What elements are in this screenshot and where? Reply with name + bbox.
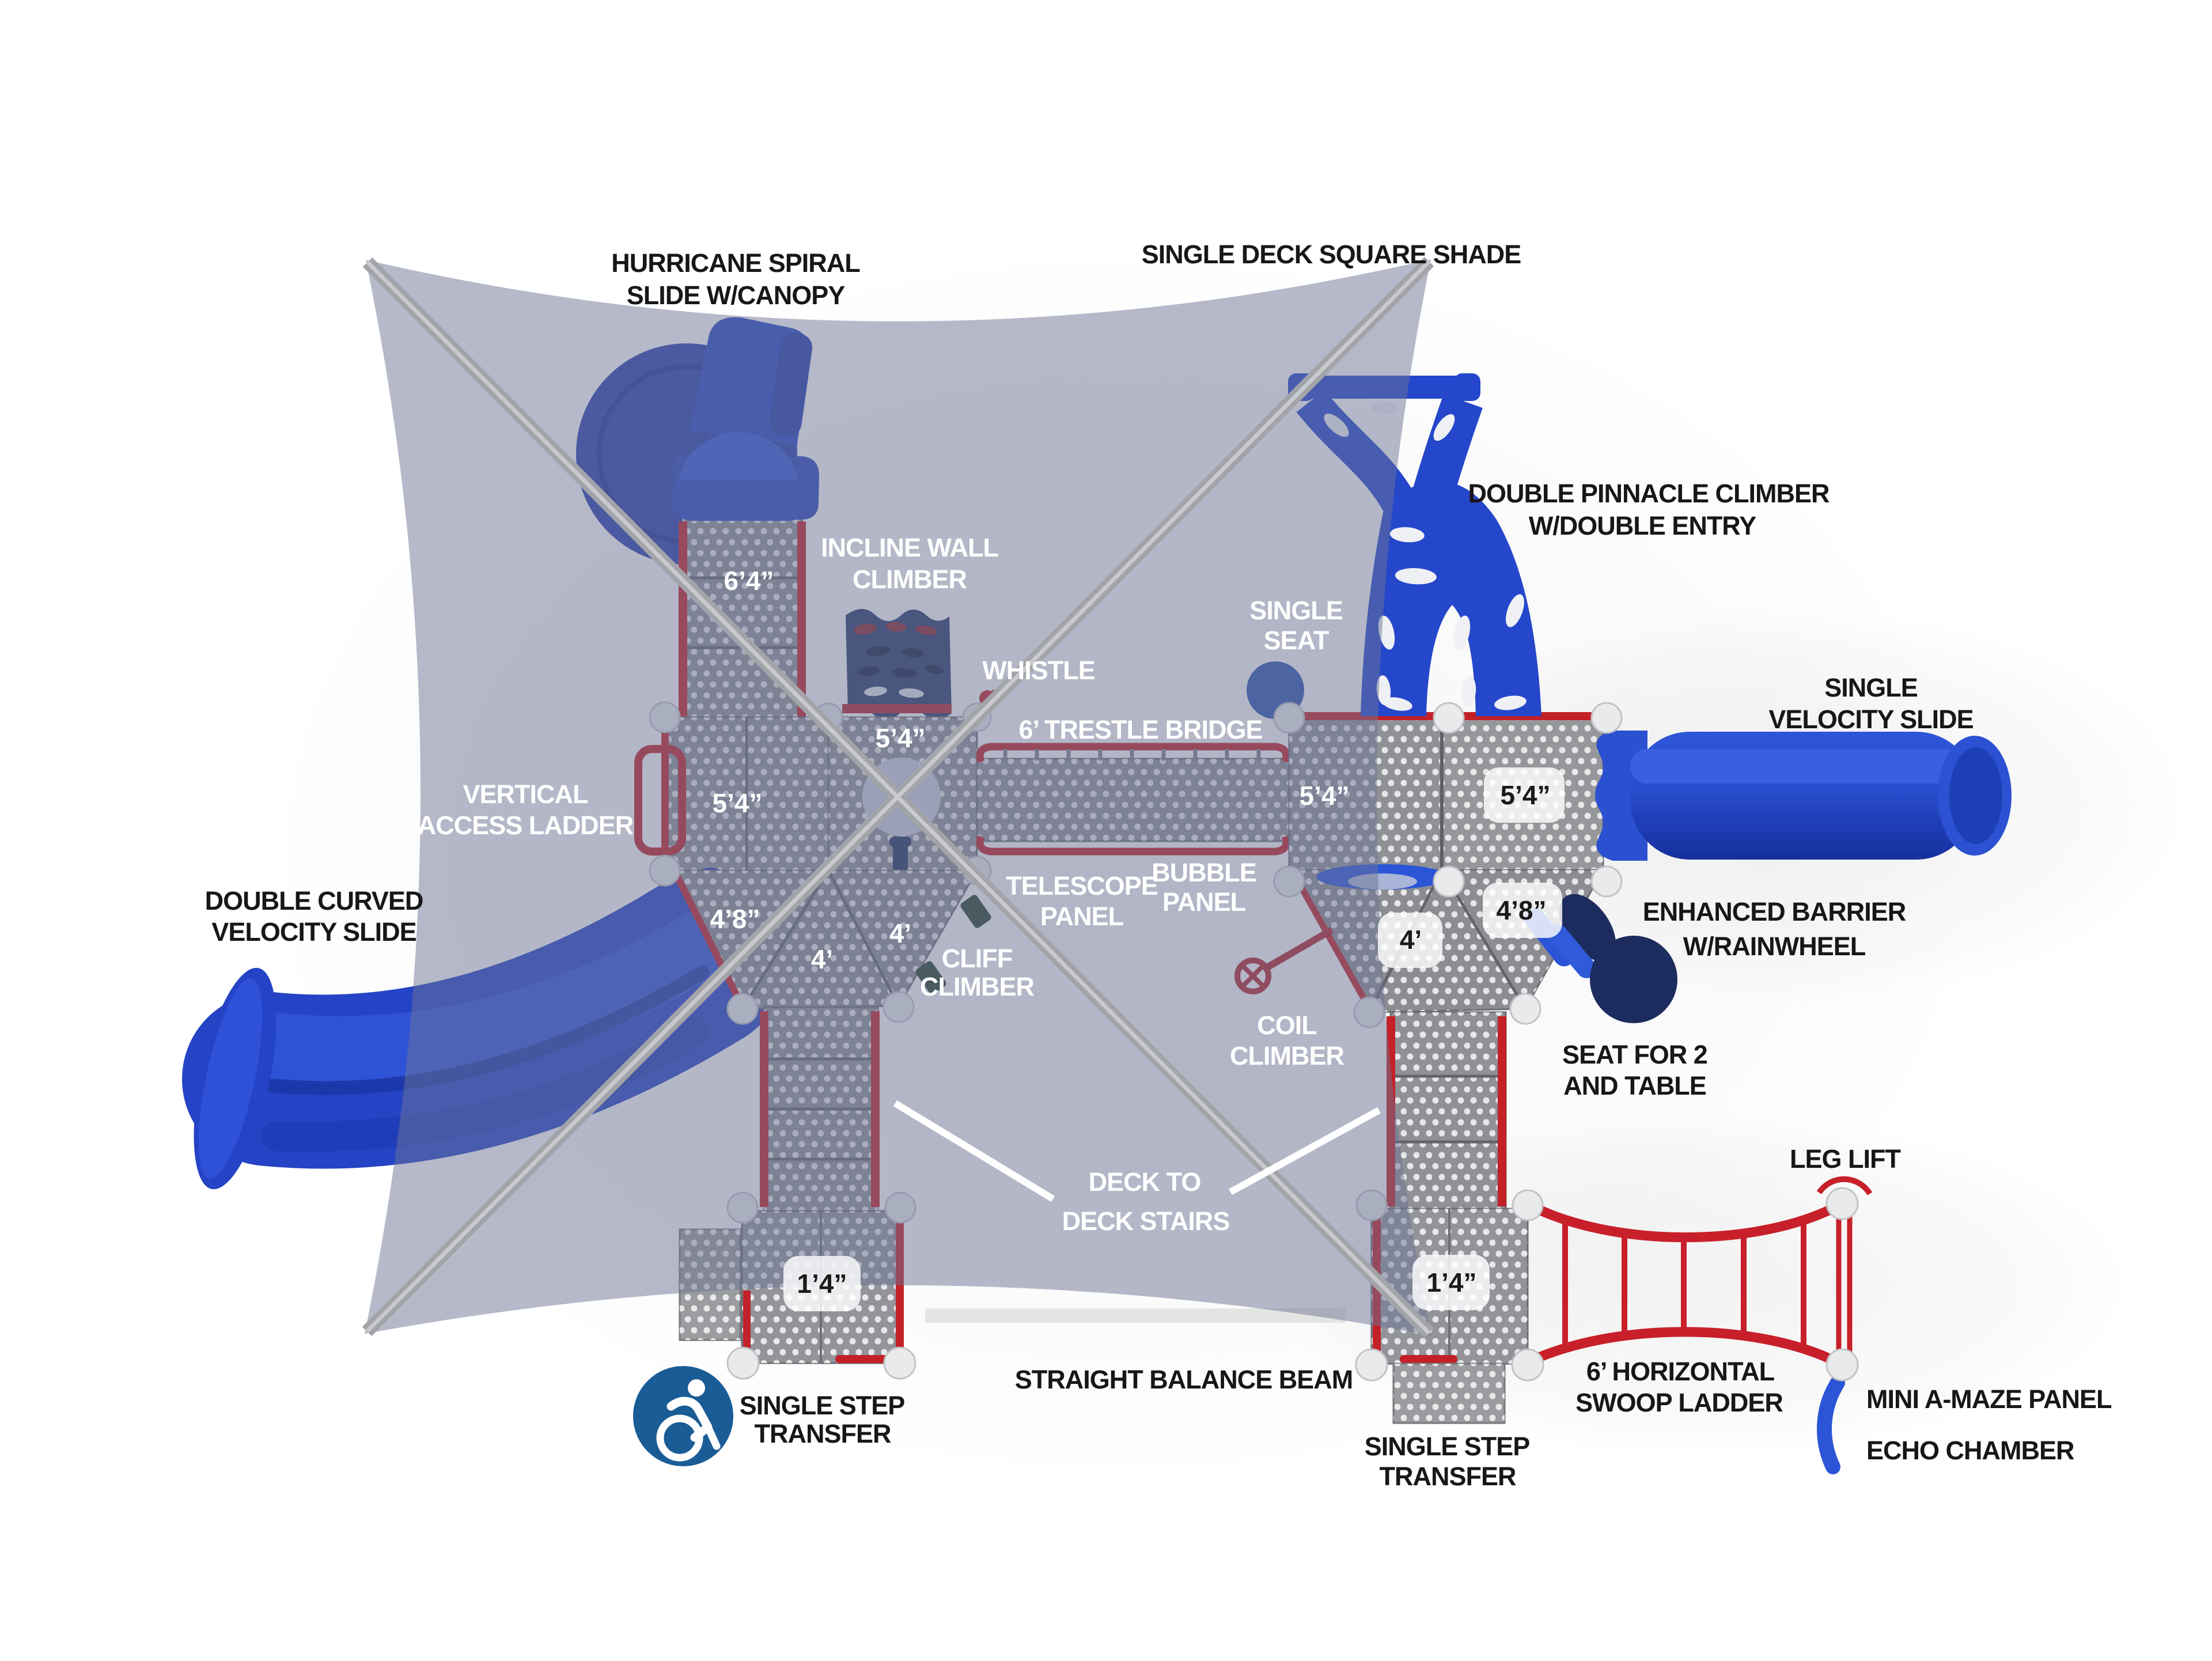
svg-text:ENHANCED BARRIER: ENHANCED BARRIER xyxy=(1643,897,1906,926)
svg-text:BUBBLE: BUBBLE xyxy=(1152,858,1256,887)
svg-text:5’4”: 5’4” xyxy=(876,723,926,753)
svg-text:PANEL: PANEL xyxy=(1162,887,1246,917)
svg-text:4’: 4’ xyxy=(811,944,833,974)
svg-text:4’8”: 4’8” xyxy=(710,904,760,934)
svg-text:CLIMBER: CLIMBER xyxy=(1230,1041,1344,1070)
svg-text:5’4”: 5’4” xyxy=(713,788,763,818)
svg-text:SWOOP LADDER: SWOOP LADDER xyxy=(1575,1388,1783,1417)
svg-text:4’: 4’ xyxy=(1400,925,1422,955)
svg-text:INCLINE WALL: INCLINE WALL xyxy=(821,533,998,562)
svg-text:LEG LIFT: LEG LIFT xyxy=(1790,1144,1900,1174)
svg-text:1’4”: 1’4” xyxy=(1427,1267,1477,1297)
svg-text:SINGLE: SINGLE xyxy=(1249,596,1343,625)
svg-text:PANEL: PANEL xyxy=(1040,902,1124,931)
svg-text:DECK TO: DECK TO xyxy=(1089,1167,1201,1197)
svg-text:TRANSFER: TRANSFER xyxy=(1380,1462,1516,1491)
svg-text:4’: 4’ xyxy=(889,918,911,948)
svg-text:4’8”: 4’8” xyxy=(1497,895,1547,925)
svg-text:AND TABLE: AND TABLE xyxy=(1563,1071,1706,1100)
svg-text:SINGLE DECK SQUARE SHADE: SINGLE DECK SQUARE SHADE xyxy=(1142,240,1521,269)
svg-text:5’4”: 5’4” xyxy=(1300,781,1350,811)
svg-text:ACCESS LADDER: ACCESS LADDER xyxy=(418,811,634,840)
svg-text:ECHO CHAMBER: ECHO CHAMBER xyxy=(1866,1436,2074,1465)
svg-text:MINI A-MAZE PANEL: MINI A-MAZE PANEL xyxy=(1866,1384,2112,1414)
svg-text:SINGLE STEP: SINGLE STEP xyxy=(1365,1432,1530,1461)
svg-text:6’ TRESTLE BRIDGE: 6’ TRESTLE BRIDGE xyxy=(1018,715,1262,744)
svg-text:DECK STAIRS: DECK STAIRS xyxy=(1062,1206,1230,1236)
svg-text:6’4”: 6’4” xyxy=(724,566,774,596)
svg-text:COIL: COIL xyxy=(1257,1011,1317,1040)
svg-text:CLIMBER: CLIMBER xyxy=(853,565,967,594)
svg-text:SEAT FOR 2: SEAT FOR 2 xyxy=(1562,1040,1707,1069)
svg-text:HURRICANE SPIRAL: HURRICANE SPIRAL xyxy=(611,248,860,278)
svg-text:SEAT: SEAT xyxy=(1264,626,1329,655)
svg-text:DOUBLE PINNACLE CLIMBER: DOUBLE PINNACLE CLIMBER xyxy=(1468,479,1830,508)
svg-text:STRAIGHT BALANCE BEAM: STRAIGHT BALANCE BEAM xyxy=(1015,1365,1353,1394)
svg-text:SINGLE: SINGLE xyxy=(1824,673,1918,702)
svg-text:WHISTLE: WHISTLE xyxy=(982,656,1094,685)
svg-text:VERTICAL: VERTICAL xyxy=(463,780,589,809)
svg-text:W/RAINWHEEL: W/RAINWHEEL xyxy=(1683,932,1866,961)
svg-text:SINGLE STEP: SINGLE STEP xyxy=(740,1391,905,1420)
svg-text:VELOCITY SLIDE: VELOCITY SLIDE xyxy=(1768,705,1973,734)
svg-text:VELOCITY SLIDE: VELOCITY SLIDE xyxy=(211,917,416,947)
svg-text:CLIFF: CLIFF xyxy=(942,944,1012,973)
svg-text:TELESCOPE: TELESCOPE xyxy=(1006,871,1158,901)
svg-text:CLIMBER: CLIMBER xyxy=(920,972,1034,1001)
svg-text:6’ HORIZONTAL: 6’ HORIZONTAL xyxy=(1586,1357,1775,1386)
svg-text:1’4”: 1’4” xyxy=(797,1269,847,1299)
svg-text:W/DOUBLE ENTRY: W/DOUBLE ENTRY xyxy=(1529,511,1756,540)
svg-text:DOUBLE CURVED: DOUBLE CURVED xyxy=(205,886,423,915)
svg-text:TRANSFER: TRANSFER xyxy=(755,1419,891,1448)
svg-text:SLIDE W/CANOPY: SLIDE W/CANOPY xyxy=(627,281,846,310)
svg-text:5’4”: 5’4” xyxy=(1501,780,1551,810)
